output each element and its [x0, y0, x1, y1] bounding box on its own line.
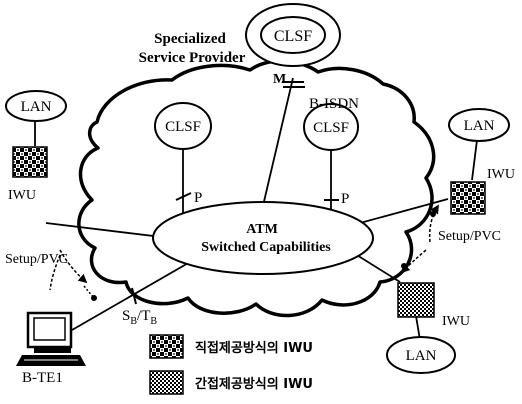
provider-label-line2: Service Provider: [139, 50, 246, 66]
legend-indirect-swatch: [149, 370, 184, 395]
atm-subtitle: Switched Capabilities: [201, 240, 331, 255]
terminal-icon: [16, 311, 86, 366]
connection-lines: [34, 77, 478, 341]
clsf-right-node: CLSF: [303, 103, 359, 151]
bisdn-cloud: [77, 59, 436, 318]
clsf-top-label: CLSF: [274, 28, 312, 45]
iwu-bottom-label: IWU: [442, 314, 470, 329]
legend-direct-swatch: [149, 334, 184, 359]
interface-p-left-label: P: [194, 190, 202, 206]
atm-label: ATM: [246, 222, 278, 237]
lan-right-label: LAN: [464, 118, 495, 134]
clsf-left-label: CLSF: [165, 119, 201, 135]
lan-bottom-node: LAN: [386, 336, 456, 374]
iwu-bottom-box: [397, 282, 435, 318]
sb-tb-label: SB/TB: [122, 308, 157, 327]
lan-left-label: LAN: [21, 99, 52, 115]
iwu-right-box: [450, 181, 486, 215]
legend: 직접제공방식의 IWU 간접제공방식의 IWU: [149, 334, 313, 395]
clsf-left-node: CLSF: [154, 102, 212, 150]
iwu-right-label: IWU: [487, 167, 515, 182]
atm-switched-node: ATM Switched Capabilities: [152, 201, 374, 275]
legend-direct-label: 직접제공방식의 IWU: [195, 340, 313, 356]
interface-ticks: [131, 81, 339, 305]
legend-indirect-label: 간접제공방식의 IWU: [195, 376, 313, 392]
lan-bottom-label: LAN: [406, 348, 437, 364]
lan-right-node: LAN: [448, 108, 510, 142]
iwu-left-box: [12, 146, 48, 178]
b-te1-label: B-TE1: [22, 370, 63, 386]
interface-p-right-label: P: [341, 191, 349, 207]
provider-label-line1: Specialized: [154, 31, 226, 47]
lan-left-node: LAN: [5, 90, 67, 122]
setup-pvc-right-label: Setup/PVC: [438, 229, 501, 244]
clsf-right-label: CLSF: [313, 120, 349, 136]
interface-m-label: M: [273, 72, 286, 87]
arrow-blobs: [91, 211, 436, 301]
iwu-left-label: IWU: [8, 188, 36, 203]
setup-pvc-left-label: Setup/PVC: [5, 252, 68, 267]
clsf-top-node: CLSF: [245, 3, 341, 67]
bisdn-label: B-ISDN: [309, 96, 359, 112]
